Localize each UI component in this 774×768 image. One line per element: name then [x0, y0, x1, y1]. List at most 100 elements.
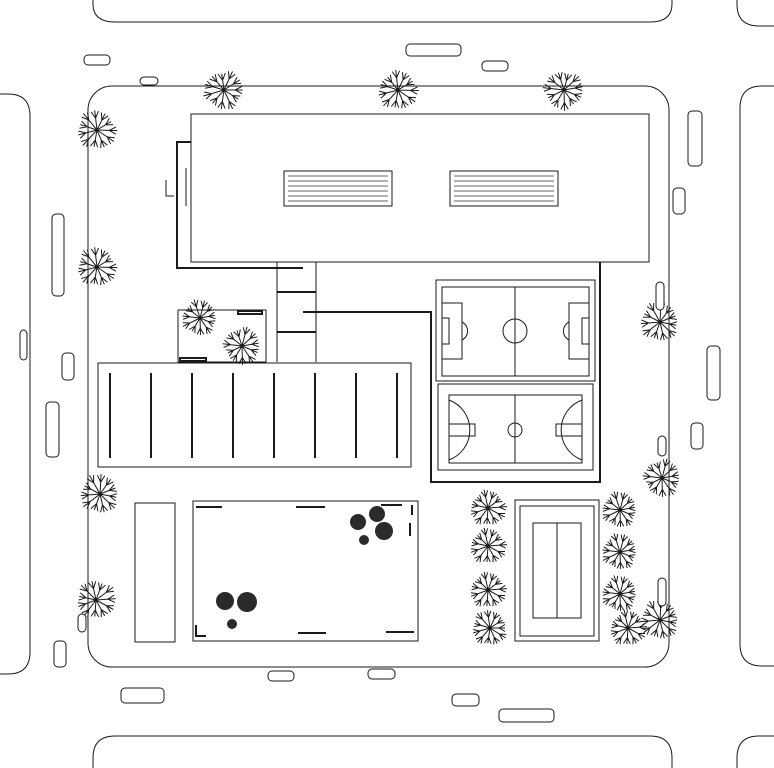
skylight-louvers — [288, 175, 554, 202]
block-top-right — [736, 0, 774, 27]
vehicle — [367, 668, 396, 680]
left-skylight — [283, 170, 393, 207]
playground-outline — [192, 500, 419, 642]
playground-shrubs — [216, 506, 393, 629]
block-top — [92, 0, 673, 23]
tree — [640, 600, 678, 639]
basketball-right-arc — [560, 399, 583, 461]
vehicle — [53, 640, 67, 668]
soccer-left-goal-box — [441, 317, 450, 345]
tree — [78, 110, 118, 149]
vehicle — [83, 54, 111, 66]
vehicle — [120, 687, 165, 704]
tree-branches — [472, 610, 507, 645]
shrub — [350, 514, 366, 530]
basketball-court-border — [437, 383, 594, 471]
soccer-right-arc — [562, 321, 570, 341]
parking-lot — [97, 362, 412, 468]
tree — [378, 69, 419, 109]
vehicle — [77, 613, 87, 633]
tree — [222, 326, 260, 365]
tree — [602, 533, 636, 570]
playground — [192, 500, 419, 642]
vehicle — [19, 329, 28, 361]
vehicle — [498, 708, 555, 723]
basketball-right-key — [555, 423, 583, 437]
tree — [77, 581, 116, 618]
small-garden-outline — [177, 309, 267, 363]
soccer-right-goal-box — [581, 317, 590, 345]
vehicle — [451, 693, 480, 707]
soccer-field — [435, 279, 596, 382]
tree-branches — [222, 326, 260, 365]
right-skylight — [449, 170, 559, 207]
vehicle — [657, 577, 667, 607]
walkway-steps — [277, 291, 316, 333]
shrub — [216, 592, 234, 610]
vehicle — [657, 435, 667, 457]
tree-branches — [542, 72, 583, 111]
tree-branches — [77, 581, 116, 618]
playground-benches — [195, 504, 414, 637]
tree — [472, 610, 507, 645]
building-entry-wall — [176, 141, 303, 269]
tree-branches — [470, 527, 508, 563]
tree-branches — [642, 458, 680, 497]
basketball-left-arc — [448, 399, 471, 461]
tree-branches — [182, 299, 216, 336]
block-bottom-right — [736, 735, 774, 768]
tree — [610, 609, 648, 645]
shrub — [227, 619, 237, 629]
tree-branches — [378, 69, 419, 109]
shrub — [369, 506, 385, 522]
tree — [470, 571, 508, 607]
tree — [542, 72, 583, 111]
basketball-left-key — [448, 423, 476, 437]
tree-branches — [203, 71, 243, 110]
parked-vehicles — [19, 43, 721, 723]
tree — [602, 491, 636, 528]
vehicle — [687, 110, 703, 167]
vehicle — [690, 422, 704, 450]
tree — [203, 71, 243, 110]
vehicle — [706, 345, 721, 401]
tree — [642, 458, 680, 497]
tree-branches — [602, 491, 636, 528]
walkway-to-fields — [303, 262, 601, 483]
tree-branches — [602, 533, 636, 570]
parking-stall-lines — [109, 373, 398, 458]
vehicle — [267, 670, 295, 682]
vehicle — [655, 281, 665, 311]
vehicle — [405, 43, 462, 57]
soccer-right-penalty-box — [568, 302, 590, 360]
block-right — [739, 85, 774, 667]
shrub — [237, 592, 257, 612]
soccer-left-arc — [461, 321, 469, 341]
parking-outline — [97, 362, 412, 468]
soccer-field-border — [435, 279, 596, 382]
tree — [470, 527, 508, 563]
block-bottom — [92, 735, 673, 768]
block-left — [0, 93, 31, 675]
main-building — [165, 113, 650, 269]
small-garden — [177, 309, 267, 363]
shrub — [375, 522, 393, 540]
vehicle — [481, 60, 509, 72]
tree — [470, 489, 508, 525]
tree — [78, 247, 118, 286]
garden-bench-bottom — [179, 357, 207, 362]
classroom-annex — [134, 502, 176, 643]
vehicle — [139, 76, 159, 86]
entry-porch — [165, 168, 187, 206]
volleyball-court — [514, 499, 600, 642]
tree — [602, 575, 636, 612]
vehicle — [672, 187, 686, 215]
tree-branches — [470, 571, 508, 607]
volleyball-inner — [519, 505, 595, 637]
tree-branches — [78, 110, 118, 149]
tree-branches — [470, 489, 508, 525]
tree-branches — [78, 247, 118, 286]
vehicle — [61, 352, 75, 381]
